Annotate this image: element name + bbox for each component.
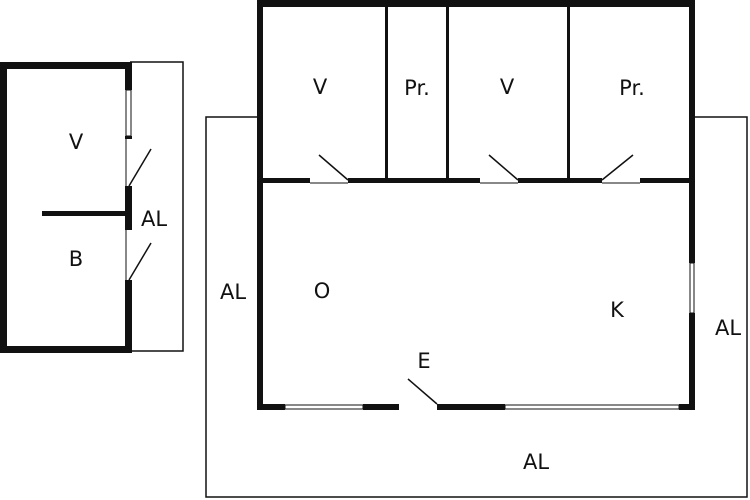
label-annex-v: V	[69, 130, 84, 154]
annex-door-v	[128, 148, 152, 187]
annex-wall-right-c	[125, 186, 132, 230]
divider-wall-a	[257, 178, 310, 183]
annex-wall-left	[0, 62, 7, 352]
room-labels: V B AL V Pr. V Pr. O K E AL AL AL	[69, 75, 742, 474]
label-main-pr1: Pr.	[404, 76, 430, 100]
annex-deck-outline	[130, 61, 184, 352]
window-bottom-2	[504, 404, 680, 410]
divider-wall-d	[640, 178, 695, 183]
main-deck	[205, 116, 748, 498]
main-wall-right-lower	[689, 313, 695, 410]
partition-2	[446, 7, 449, 180]
annex-wall-right-b	[125, 136, 132, 139]
label-main-v2: V	[500, 75, 515, 99]
door-v2	[488, 154, 519, 181]
label-main-k: K	[610, 298, 625, 322]
label-deck-al-left: AL	[220, 280, 246, 304]
window-bottom-1	[284, 404, 364, 410]
main-wall-bottom-a	[257, 404, 285, 410]
divider-wall-b	[348, 178, 480, 183]
entrance-door	[407, 378, 438, 405]
partition-3	[567, 7, 570, 180]
main-wall-top	[257, 0, 695, 7]
label-main-v1: V	[313, 75, 328, 99]
annex-door-b	[128, 242, 152, 281]
annex-wall-top	[0, 62, 132, 69]
deck-outline	[205, 116, 748, 498]
label-main-o: O	[314, 279, 331, 303]
door-v1	[318, 154, 349, 181]
main-building	[257, 0, 695, 410]
label-annex-al: AL	[141, 207, 167, 231]
annex-wall-bottom	[0, 346, 132, 353]
window-right	[689, 262, 695, 314]
label-main-pr2: Pr.	[619, 76, 645, 100]
door-pr2	[601, 154, 634, 181]
annex-partition	[42, 211, 132, 216]
divider-wall-c	[518, 178, 602, 183]
label-deck-al-bottom: AL	[523, 450, 549, 474]
main-wall-bottom-c	[437, 404, 505, 410]
annex-building	[0, 61, 184, 353]
partition-1	[385, 7, 388, 180]
annex-wall-right-a	[125, 62, 132, 90]
label-annex-b: B	[69, 247, 83, 271]
main-wall-bottom-b	[363, 404, 399, 410]
label-main-e: E	[417, 349, 430, 373]
annex-window	[125, 89, 132, 137]
main-wall-bottom-d	[679, 404, 695, 410]
label-deck-al-right: AL	[715, 316, 741, 340]
annex-wall-right-d	[125, 280, 132, 352]
main-wall-right-upper	[689, 0, 695, 263]
main-wall-left	[257, 0, 263, 410]
